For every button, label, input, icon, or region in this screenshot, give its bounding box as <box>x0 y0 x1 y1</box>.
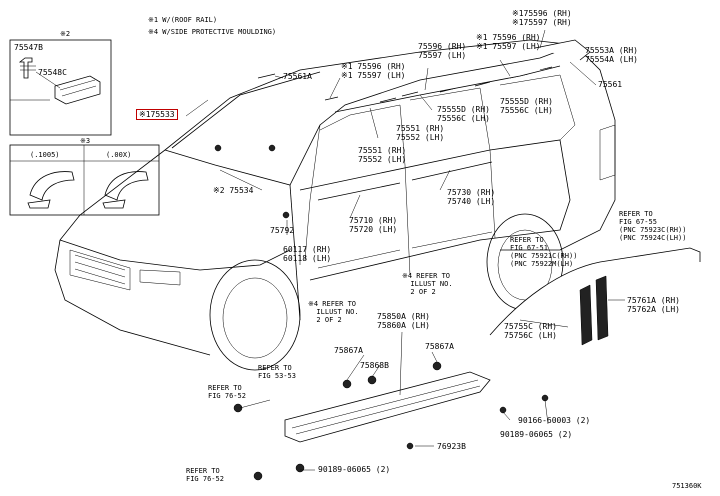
reference-fig-76-52-b[interactable]: REFER TO FIG 76-52 <box>186 467 224 483</box>
part-label-75596-c[interactable]: ※1 75596 (RH) <box>476 33 541 42</box>
pillar-garnish-parts <box>489 247 701 346</box>
figure-code: 751360K <box>672 482 702 490</box>
running-board <box>284 371 491 443</box>
side-mouldings <box>317 161 493 269</box>
part-label-60117[interactable]: 60117 (RH) <box>283 245 332 254</box>
inset-3-marker: ※3 <box>80 137 91 145</box>
highlight-box: ※175533 <box>136 109 178 120</box>
inset-detail-box <box>9 144 160 216</box>
part-label-75596-b[interactable]: 75596 (RH) <box>418 42 467 51</box>
part-label-75850a[interactable]: 75850A (RH) <box>377 312 430 321</box>
inset-part-75547b: 75547B <box>14 43 43 52</box>
part-label-75553a[interactable]: 75553A (RH) <box>585 46 638 55</box>
part-label-75554a[interactable]: 75554A (LH) <box>585 55 638 64</box>
reference-note-2: ※4 REFER TO ILLUST NO. 2 OF 2 <box>308 300 359 324</box>
vehicle-outline <box>54 39 616 371</box>
part-label-75596-a[interactable]: ※1 75596 (RH) <box>341 62 406 71</box>
part-label-75556c-a[interactable]: 75556C (LH) <box>500 106 553 115</box>
part-label-75552-a[interactable]: 75552 (LH) <box>396 133 445 142</box>
note-roof-rail: ※1 W/(ROOF RAIL) <box>148 16 218 24</box>
part-label-75740[interactable]: 75740 (LH) <box>447 197 496 206</box>
part-label-76923b[interactable]: 76923B <box>437 442 466 451</box>
part-label-75762a[interactable]: 75762A (LH) <box>627 305 680 314</box>
part-label-90166[interactable]: 90166-60003 (2) <box>518 416 591 425</box>
part-label-75561a[interactable]: 75561A <box>283 72 312 81</box>
inset-clip-box <box>9 39 112 136</box>
part-label-75792[interactable]: 75792 <box>270 226 295 235</box>
reference-fig-53-53[interactable]: REFER TO FIG 53-53 <box>258 364 296 380</box>
part-label-75756c[interactable]: 75756C (LH) <box>504 331 557 340</box>
part-label-75761a[interactable]: 75761A (RH) <box>627 296 680 305</box>
inset-variant-left: (.1005) <box>30 151 60 159</box>
part-label-75551-b[interactable]: 75551 (RH) <box>358 146 407 155</box>
part-label-75867a-a[interactable]: 75867A <box>334 346 363 355</box>
part-label-75720[interactable]: 75720 (LH) <box>349 225 398 234</box>
part-label-75551-a[interactable]: 75551 (RH) <box>396 124 445 133</box>
part-label-90189-a[interactable]: 90189-06065 (2) <box>500 430 573 439</box>
part-label-75555d-b[interactable]: 75555D (RH) <box>437 105 490 114</box>
part-label-75755c[interactable]: 75755C (RH) <box>504 322 557 331</box>
part-label-75597-c[interactable]: ※1 75597 (LH) <box>476 42 541 51</box>
part-label-75552-b[interactable]: 75552 (LH) <box>358 155 407 164</box>
clip-fasteners <box>214 144 549 481</box>
part-label-75867a-b[interactable]: 75867A <box>425 342 454 351</box>
part-label-75860a[interactable]: 75860A (LH) <box>377 321 430 330</box>
inset-variant-right: (.00X) <box>106 151 132 159</box>
leader-lines <box>185 29 625 471</box>
note-side-moulding: ※4 W/SIDE PROTECTIVE MOULDING) <box>148 28 277 36</box>
part-label-75555d-a[interactable]: 75555D (RH) <box>500 97 553 106</box>
part-label-75868b[interactable]: 75868B <box>360 361 389 370</box>
reference-fig-76-52-a[interactable]: REFER TO FIG 76-52 <box>208 384 246 400</box>
part-label-75710[interactable]: 75710 (RH) <box>349 216 398 225</box>
reference-fig-67-51[interactable]: REFER TO FIG 67-51 (PNC 75921C(RH)) (PNC… <box>510 236 578 268</box>
part-label-75556c-b[interactable]: 75556C (LH) <box>437 114 490 123</box>
part-label-75596-e[interactable]: ※175596 (RH) <box>512 9 572 18</box>
part-label-75534[interactable]: ※2 75534 <box>213 186 254 195</box>
part-label-75597-a[interactable]: ※1 75597 (LH) <box>341 71 406 80</box>
part-label-75730[interactable]: 75730 (RH) <box>447 188 496 197</box>
part-label-75561[interactable]: 75561 <box>598 80 623 89</box>
reference-fig-67-55[interactable]: REFER TO FIG 67-55 (PNC 75923C(RH)) (PNC… <box>619 210 687 242</box>
part-label-75533[interactable]: ※175533 <box>136 109 178 120</box>
inset-2-marker: ※2 <box>60 30 71 38</box>
roof-mouldings <box>171 39 591 149</box>
part-label-90189-b[interactable]: 90189-06065 (2) <box>318 465 391 474</box>
part-label-75597-b[interactable]: 75597 (LH) <box>418 51 467 60</box>
part-label-60118[interactable]: 60118 (LH) <box>283 254 332 263</box>
inset-part-75548c: 75548C <box>38 68 67 77</box>
reference-note-1: ※4 REFER TO ILLUST NO. 2 OF 2 <box>402 272 453 296</box>
part-label-75597-e[interactable]: ※175597 (RH) <box>512 18 572 27</box>
